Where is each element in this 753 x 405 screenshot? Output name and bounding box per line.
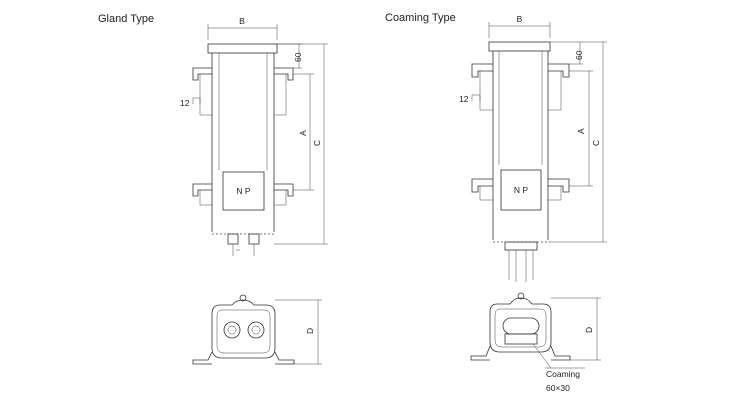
gland-dimension-c: C [274, 43, 328, 245]
coaming-top-hole [517, 292, 525, 300]
coaming-dimension-d: D [551, 297, 601, 361]
coaming-cap [488, 41, 551, 52]
coaming-lower-bracket-right [548, 178, 570, 201]
gland-dim-a-label: A [298, 130, 308, 136]
gland-nameplate [222, 171, 265, 211]
gland-dim-b-label: B [239, 16, 245, 26]
coaming-dim-a-label: A [576, 128, 586, 134]
coaming-dim-b-label: B [517, 14, 523, 24]
gland-upper-bracket-left [192, 67, 212, 116]
coaming-dimension-a: A [569, 70, 593, 187]
coaming-bottom-view: D Coaming 60×30 [470, 292, 601, 393]
gland-dim-d-label: D [305, 328, 315, 334]
coaming-foot-left [470, 345, 491, 361]
gland-dimension-12: 12 [180, 97, 201, 108]
gland-cap [207, 43, 278, 54]
coaming-upper-bracket-left [471, 63, 493, 111]
gland-bottom-view: D [192, 294, 322, 365]
coaming-label: Coaming [546, 369, 580, 379]
gland-cable-glands [227, 233, 260, 256]
coaming-upper-bracket-right [548, 63, 570, 111]
gland-nameplate-text: N P [236, 186, 251, 196]
gland-dimension-a: A [293, 73, 314, 191]
coaming-dimension-b: B [488, 14, 551, 38]
coaming-dim-12-label: 12 [459, 94, 469, 104]
coaming-bottom-outline [489, 297, 552, 353]
gland-foot-right [274, 351, 295, 365]
gland-bottom-outline [211, 299, 276, 359]
gland-lower-bracket-left [192, 183, 212, 206]
gland-hole-right [247, 321, 265, 339]
gland-hole-left [223, 321, 241, 339]
coaming-leader-line [532, 343, 552, 369]
coaming-size-label: 60×30 [546, 383, 570, 393]
coaming-plate [504, 333, 538, 345]
coaming-dim-d-label: D [584, 327, 594, 333]
coaming-foot-right [550, 345, 571, 361]
coaming-nameplate [500, 169, 542, 211]
coaming-lower-bracket-left [471, 178, 493, 201]
coaming-dimension-c: C [548, 41, 607, 243]
coaming-dimension-60: 60 [550, 41, 584, 65]
coaming-dimension-12: 12 [459, 94, 481, 104]
gland-dim-c-label: C [312, 140, 322, 146]
coaming-dim-60-label: 60 [574, 50, 584, 60]
coaming-cable-tails [504, 241, 538, 282]
gland-dimension-60: 60 [277, 43, 303, 69]
gland-dim-12-label: 12 [180, 98, 190, 108]
gland-front-view: N P B 60 12 [180, 16, 328, 256]
coaming-nameplate-text: N P [514, 185, 529, 195]
coaming-cable-slot [502, 317, 540, 335]
gland-upper-bracket-right [274, 67, 294, 116]
coaming-title: Coaming Type [385, 12, 456, 24]
coaming-front-view: N P B 60 12 [459, 14, 607, 282]
coaming-dim-c-label: C [591, 140, 601, 146]
gland-dimension-d: D [275, 299, 322, 365]
gland-dimension-b: B [207, 16, 278, 40]
gland-lower-bracket-right [274, 183, 294, 206]
gland-dim-60-label: 60 [293, 52, 303, 62]
gland-top-hole [239, 294, 247, 302]
gland-foot-left [192, 351, 213, 365]
gland-title: Gland Type [98, 13, 154, 25]
